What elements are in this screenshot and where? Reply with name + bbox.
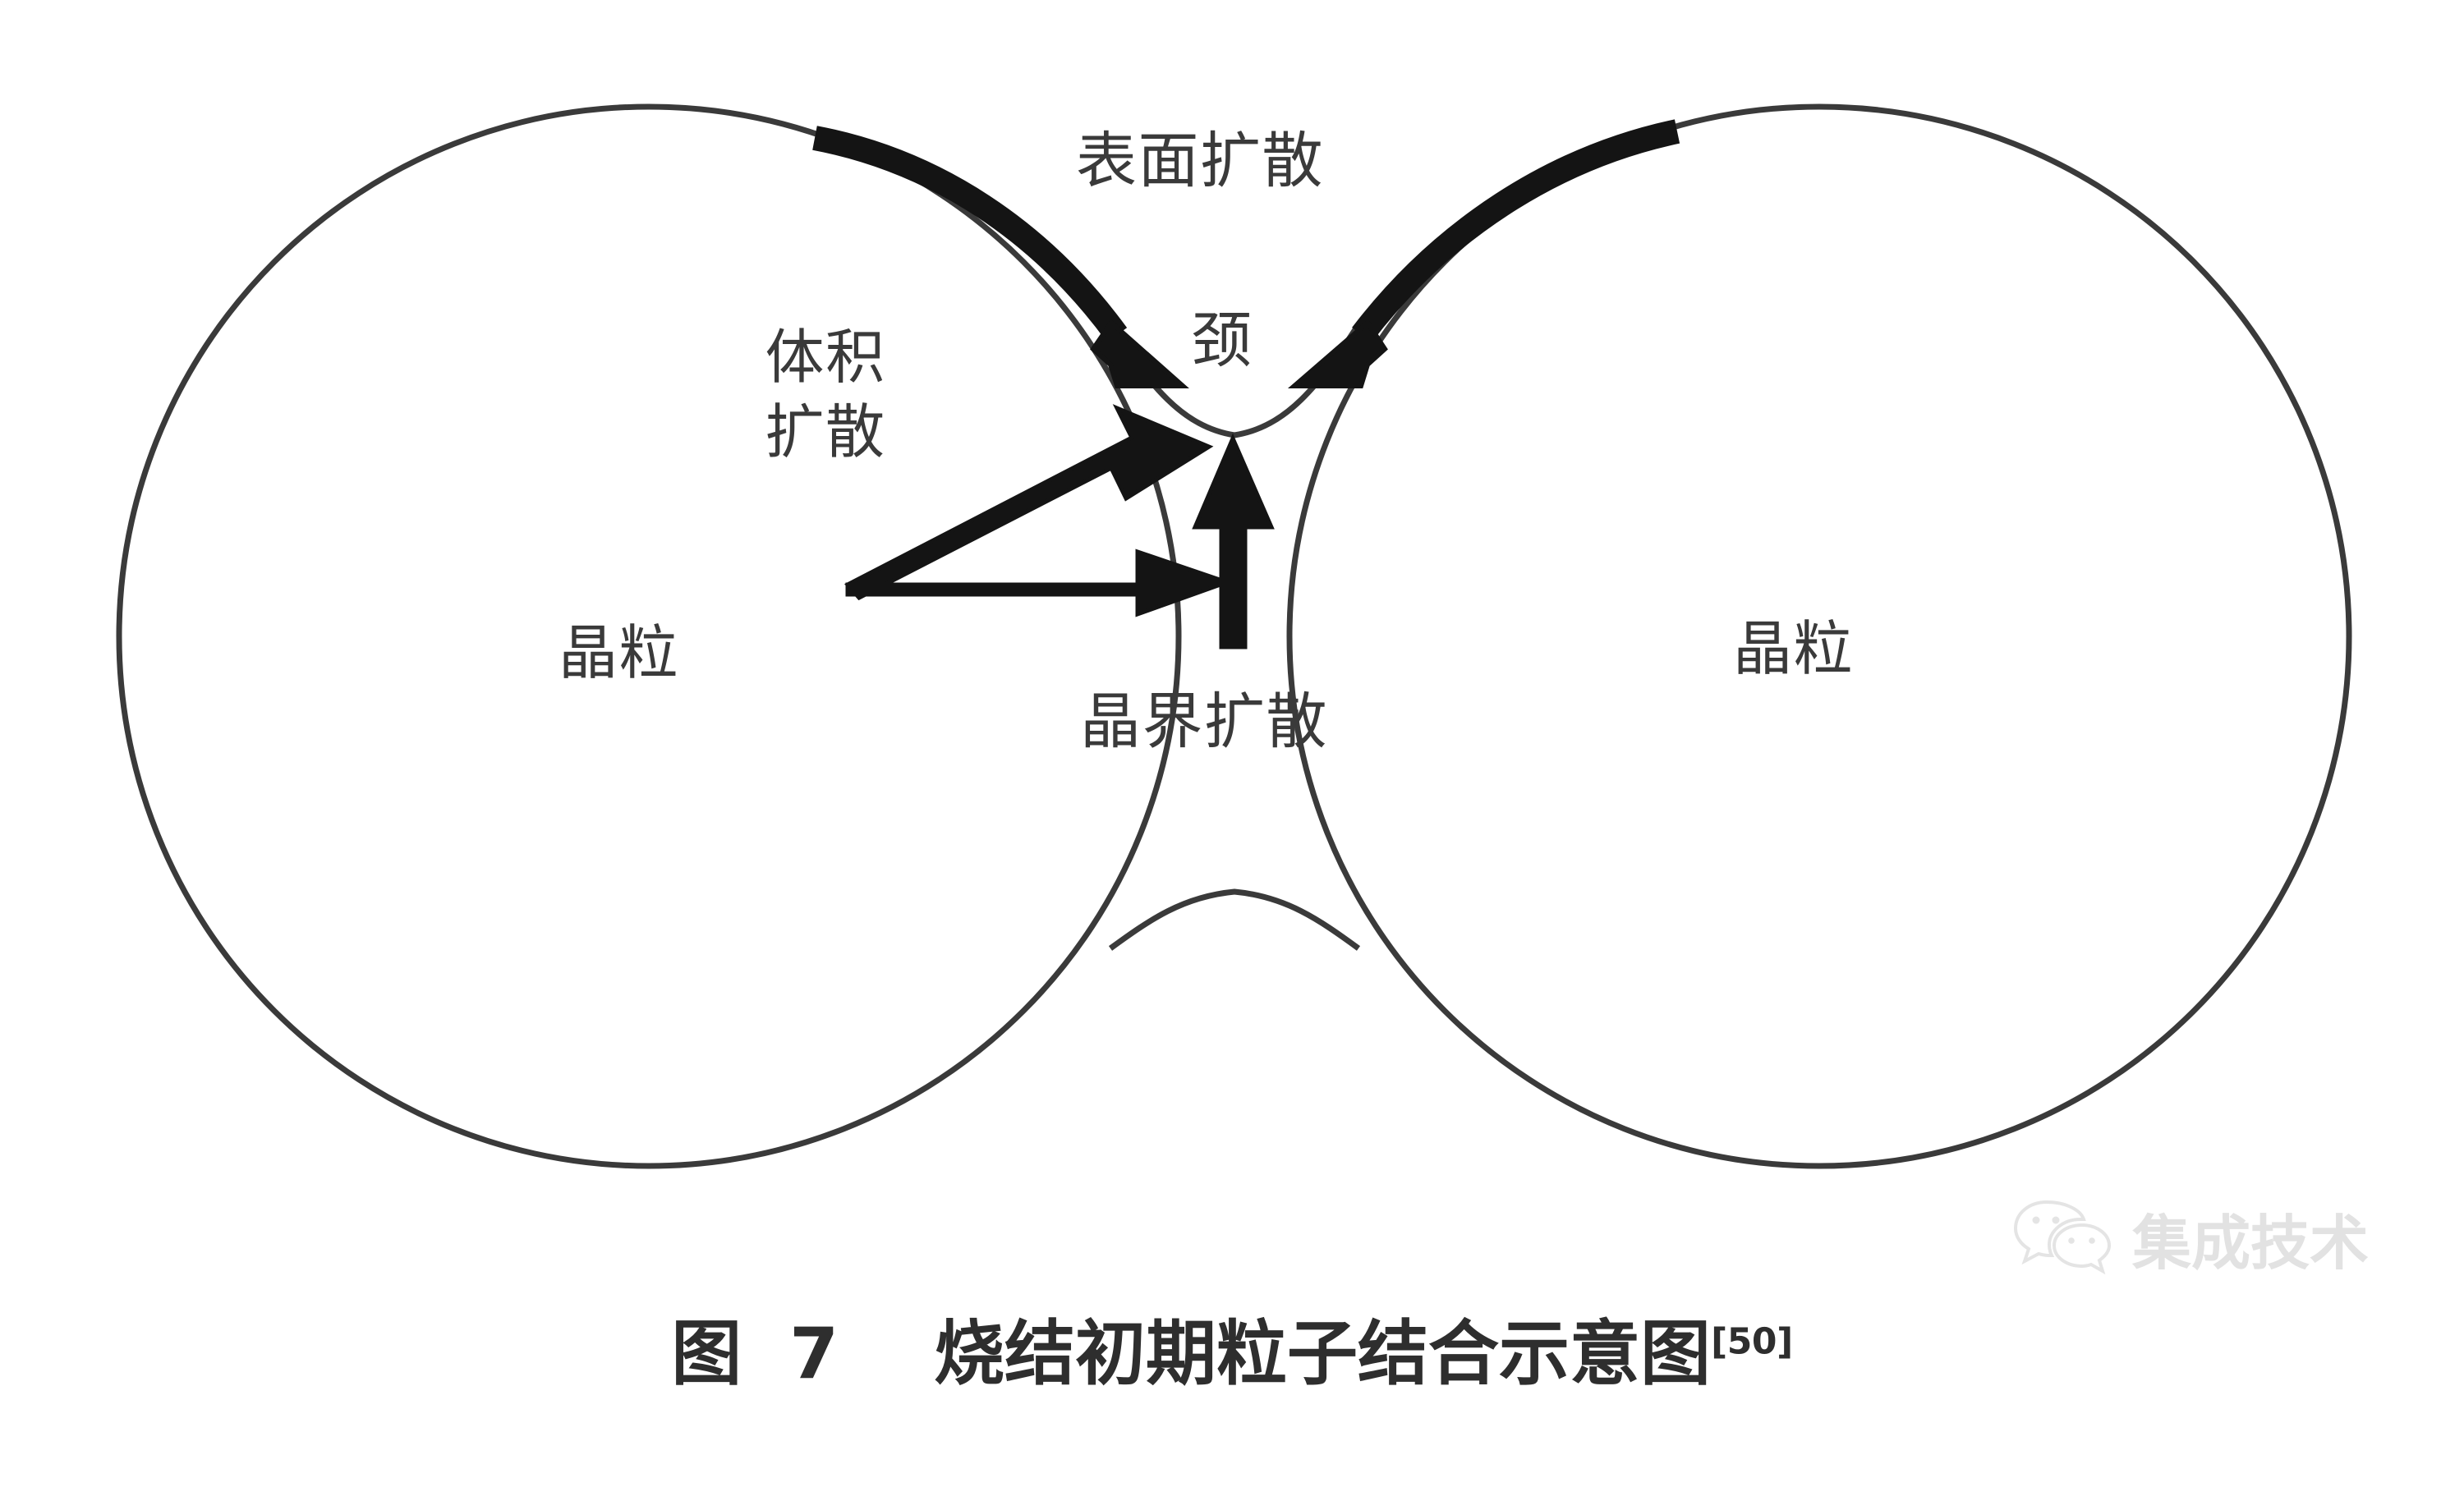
volume-diffusion-diagonal-arrow [844, 404, 1214, 601]
label-grain-boundary-diffusion: 晶界扩散 [1080, 686, 1328, 757]
watermark: 集成技术 [2012, 1195, 2369, 1281]
label-neck: 颈 [1191, 305, 1253, 376]
grain-boundary-diffusion-arrow [1192, 433, 1275, 649]
surface-diffusion-left-arrow [812, 126, 1189, 388]
caption-label: 图 [671, 1313, 742, 1395]
label-volume-diffusion: 体积扩散 [735, 324, 916, 465]
right-grain-outline [1286, 103, 2352, 1169]
volume-diffusion-horizontal-arrow [845, 548, 1234, 617]
label-volume-diffusion-line1: 体积 [765, 323, 886, 392]
caption-number: 7 [789, 1313, 839, 1395]
label-surface-diffusion: 表面扩散 [1076, 126, 1324, 196]
label-volume-diffusion-line2: 扩散 [765, 397, 886, 466]
wechat-icon [2013, 1200, 2111, 1274]
label-grain-right: 晶粒 [1733, 614, 1854, 683]
left-grain-outline [116, 103, 1182, 1169]
caption-reference: [50] [1711, 1320, 1793, 1363]
watermark-text: 集成技术 [2132, 1209, 2370, 1278]
particle-outlines [116, 103, 2352, 1169]
neck-lower-fillet [1108, 888, 1361, 951]
surface-diffusion-right-arrow [1287, 119, 1680, 388]
caption-title: 烧结初期粒子结合示意图 [934, 1313, 1712, 1395]
label-grain-left: 晶粒 [559, 618, 679, 687]
